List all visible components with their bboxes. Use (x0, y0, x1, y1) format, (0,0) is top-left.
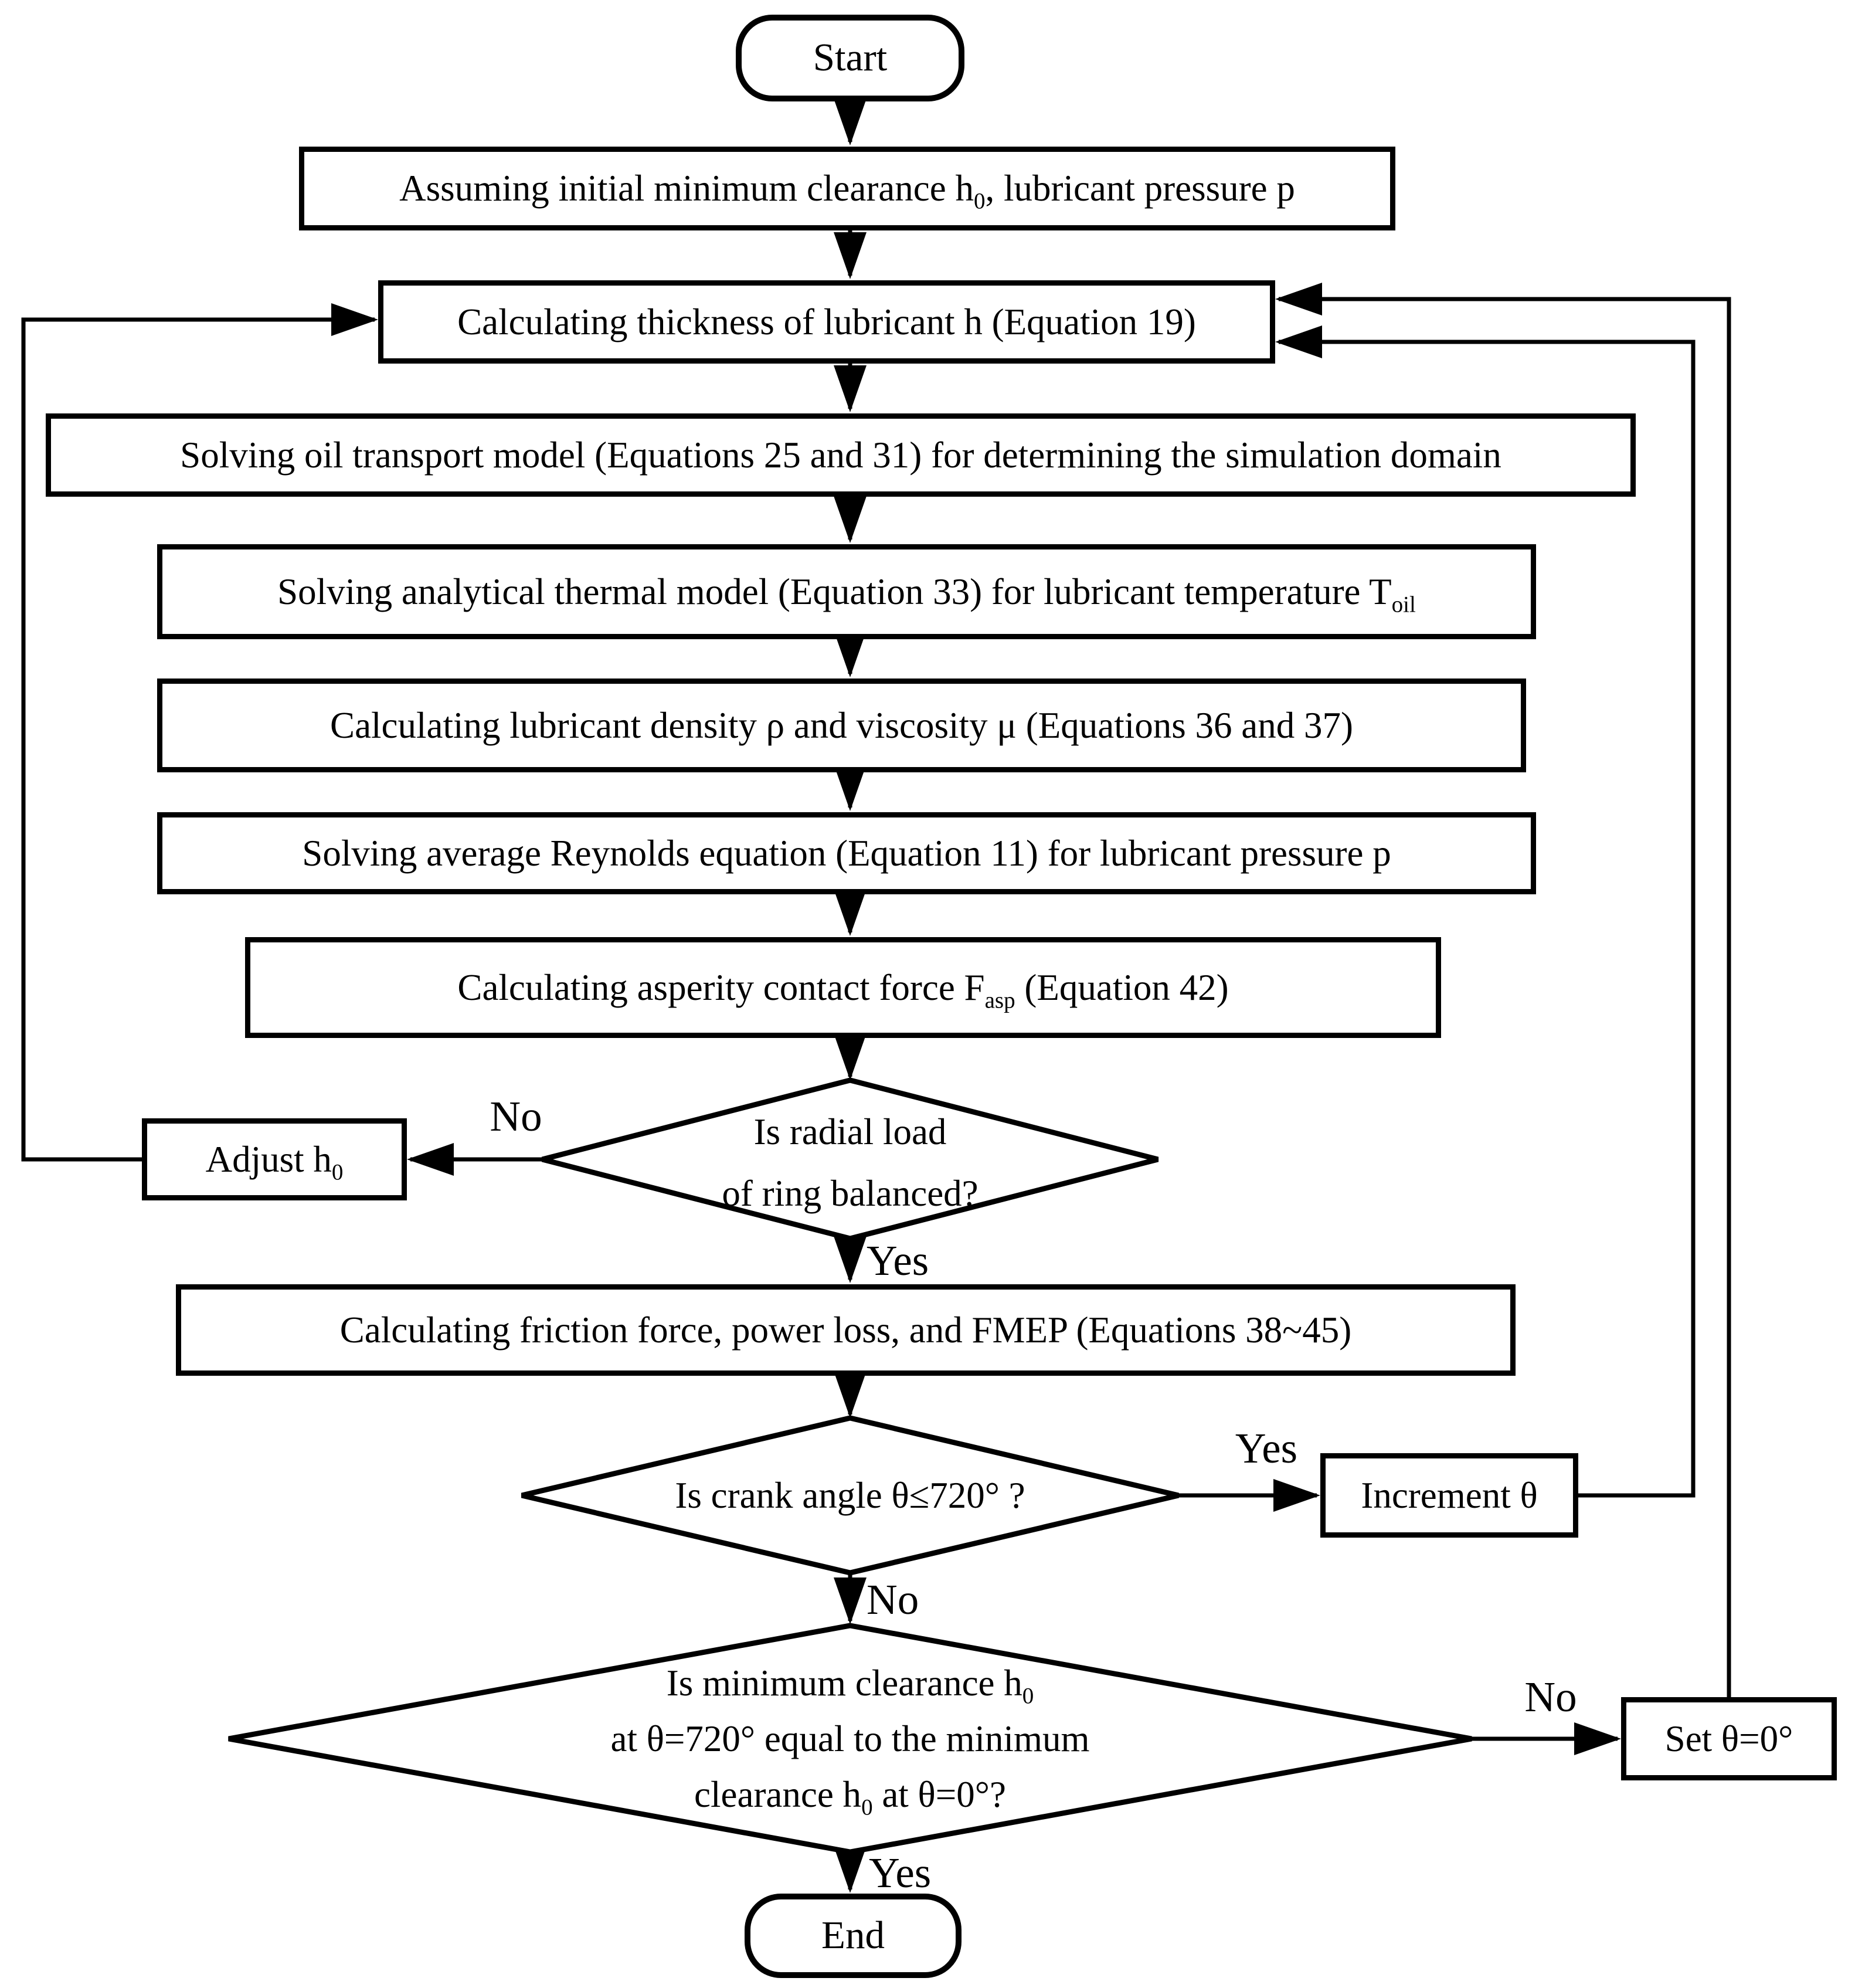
decision-radial-load-text: Is radial load of ring balanced? (557, 1101, 1143, 1224)
decision-crank-angle-shape (521, 1415, 1180, 1576)
decision-crank-angle-text: Is crank angle θ≤720° ? (528, 1469, 1173, 1522)
process-initial-assumption: Assuming initial minimum clearance h0, l… (299, 147, 1395, 230)
radial-check-line1: Is radial load (753, 1111, 947, 1152)
thermal-label-sub: oil (1391, 592, 1416, 618)
density-label: Calculating lubricant density ρ and visc… (330, 704, 1353, 746)
reynolds-label: Solving average Reynolds equation (Equat… (302, 832, 1391, 874)
process-density-viscosity: Calculating lubricant density ρ and visc… (157, 679, 1526, 772)
process-reynolds-equation: Solving average Reynolds equation (Equat… (157, 812, 1536, 894)
decision-min-clearance-text: Is minimum clearance h0 at θ=720° equal … (264, 1655, 1436, 1823)
set-theta-label: Set θ=0° (1664, 1718, 1793, 1759)
asperity-label-part2: (Equation 42) (1015, 966, 1229, 1008)
loop-adjust-to-thickness (21, 303, 378, 1162)
process-lubricant-thickness: Calculating thickness of lubricant h (Eq… (378, 280, 1275, 364)
asperity-label-sub: asp (984, 988, 1015, 1013)
clearance-line1-part1: Is minimum clearance h (666, 1663, 1022, 1704)
clearance-line1-sub: 0 (1022, 1683, 1034, 1709)
process-friction-fmep: Calculating friction force, power loss, … (176, 1284, 1516, 1376)
crank-check-label: Is crank angle θ≤720° ? (675, 1475, 1025, 1516)
loop-increment-to-thickness (1275, 325, 1696, 1498)
init-label-part2: , lubricant pressure p (985, 168, 1295, 209)
thickness-label: Calculating thickness of lubricant h (Eq… (457, 301, 1196, 342)
clearance-line3-sub: 0 (861, 1794, 873, 1820)
loop-settheta-to-thickness (1275, 283, 1731, 1697)
clearance-line3-part1: clearance h (694, 1774, 862, 1815)
thermal-label-part1: Solving analytical thermal model (Equati… (277, 571, 1392, 612)
asperity-label-part1: Calculating asperity contact force F (457, 966, 985, 1008)
decision-radial-load-shape (541, 1077, 1159, 1241)
radial-check-line2: of ring balanced? (722, 1173, 979, 1214)
end-terminator: End (745, 1894, 962, 1978)
start-label: Start (813, 36, 888, 80)
friction-label: Calculating friction force, power loss, … (339, 1309, 1352, 1351)
process-thermal-model: Solving analytical thermal model (Equati… (157, 544, 1536, 639)
process-asperity-contact: Calculating asperity contact force Fasp … (245, 937, 1441, 1038)
end-label: End (821, 1914, 885, 1958)
init-label-part1: Assuming initial minimum clearance h (399, 168, 974, 209)
process-set-theta-zero: Set θ=0° (1621, 1697, 1837, 1780)
label-radial-yes: Yes (867, 1237, 929, 1284)
label-clearance-yes: Yes (869, 1849, 932, 1897)
increment-label: Increment θ (1361, 1474, 1538, 1516)
clearance-line3-part2: at θ=0°? (872, 1774, 1006, 1815)
process-oil-transport-model: Solving oil transport model (Equations 2… (46, 413, 1636, 497)
process-increment-theta: Increment θ (1320, 1453, 1578, 1538)
oil-transport-label: Solving oil transport model (Equations 2… (180, 434, 1501, 476)
label-clearance-no: No (1524, 1673, 1577, 1721)
label-radial-no: No (490, 1093, 542, 1140)
clearance-line2: at θ=720° equal to the minimum (610, 1718, 1090, 1759)
process-adjust-h0: Adjust h0 (142, 1118, 407, 1200)
label-crank-no: No (867, 1576, 919, 1623)
adjust-label-part1: Adjust h (205, 1138, 332, 1180)
decision-min-clearance-shape (228, 1623, 1472, 1855)
adjust-label-sub: 0 (331, 1159, 344, 1185)
init-label-sub: 0 (973, 188, 986, 214)
start-terminator: Start (736, 15, 964, 101)
label-crank-yes: Yes (1235, 1424, 1298, 1472)
